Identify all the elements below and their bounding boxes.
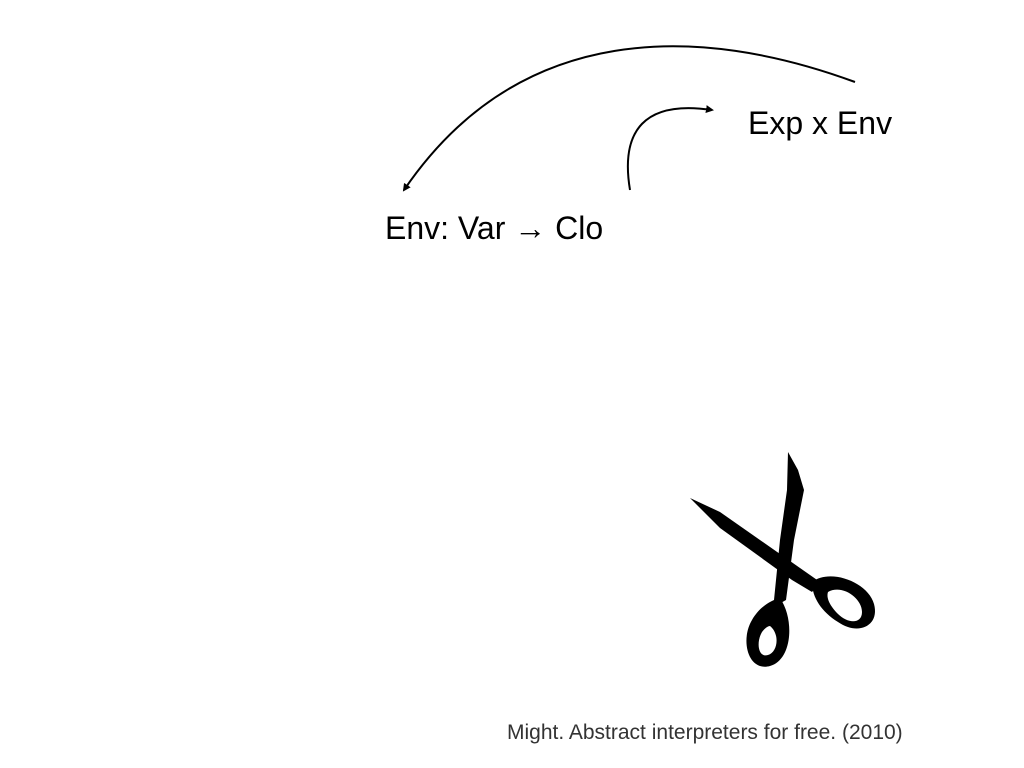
- scissors-icon: [690, 452, 876, 667]
- edge-env-to-exp-env: [626, 105, 714, 191]
- node-env-definition: Env: Var → Clo: [385, 210, 604, 246]
- citation: Might. Abstract interpreters for free. (…: [507, 721, 903, 744]
- edge-exp-env-to-env: [402, 45, 856, 192]
- node-exp-env: Exp x Env: [748, 105, 893, 141]
